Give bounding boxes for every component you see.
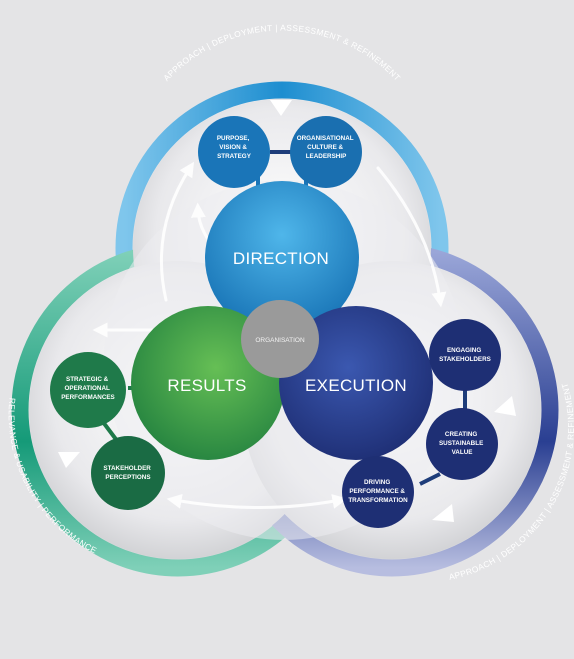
execution-label: EXECUTION [305, 376, 407, 395]
criterion-engaging: ENGAGING STAKEHOLDERS [429, 319, 501, 391]
direction-circle: DIRECTION [205, 181, 359, 335]
criterion-culture: ORGANISATIONAL CULTURE & LEADERSHIP [290, 116, 362, 188]
svg-text:PURPOSE, VISION &: PURPOSE, VISION & STRATEGY [217, 135, 252, 160]
arrow-icon [160, 161, 195, 302]
triangle-marker-icon [270, 100, 292, 116]
criterion-creating: CREATING SUSTAINABLE VALUE [426, 408, 498, 480]
arrow-icon [166, 493, 348, 509]
direction-label: DIRECTION [233, 249, 329, 268]
criterion-strategic: STRATEGIC & OPERATIONAL PERFORMANCES [50, 352, 126, 428]
criterion-perceptions: STAKEHOLDER PERCEPTIONS [91, 436, 165, 510]
results-label: RESULTS [167, 376, 246, 395]
triangle-marker-icon [432, 504, 454, 522]
criterion-driving: DRIVING PERFORMANCE & TRANSFORMATION [342, 456, 414, 528]
organisation-label: ORGANISATION [255, 337, 305, 344]
triangle-marker-icon [494, 396, 516, 416]
triangle-markers [58, 100, 516, 522]
svg-text:DRIVING PERFORMANCE &: DRIVING PERFORMANCE & TRANSFORMATION [348, 479, 408, 504]
svg-text:ENGAGING STAKEHOLDERS: ENGAGING STAKEHOLDERS [439, 347, 491, 363]
svg-text:STRATEGIC & OPERATIONAL: STRATEGIC & OPERATIONAL PERFORMANCES [61, 376, 115, 401]
criterion-purpose: PURPOSE, VISION & STRATEGY [198, 116, 270, 188]
arrow-icon [376, 166, 447, 308]
ring-label-top: APPROACH | DEPLOYMENT | ASSESSMENT & REF… [161, 23, 403, 83]
svg-text:ORGANISATIONAL CULTURE &: ORGANISATIONAL CULTURE & LEADERSHIP [297, 135, 356, 160]
svg-text:STAKEHOLDER PERCEPTIONS: STAKEHOLDER PERCEPTIONS [103, 465, 152, 481]
svg-text:CREATING SUSTAINABLE: CREATING SUSTAINABLE VALUE [439, 431, 485, 456]
triangle-marker-icon [58, 452, 80, 468]
organisation-core: ORGANISATION [241, 300, 319, 378]
